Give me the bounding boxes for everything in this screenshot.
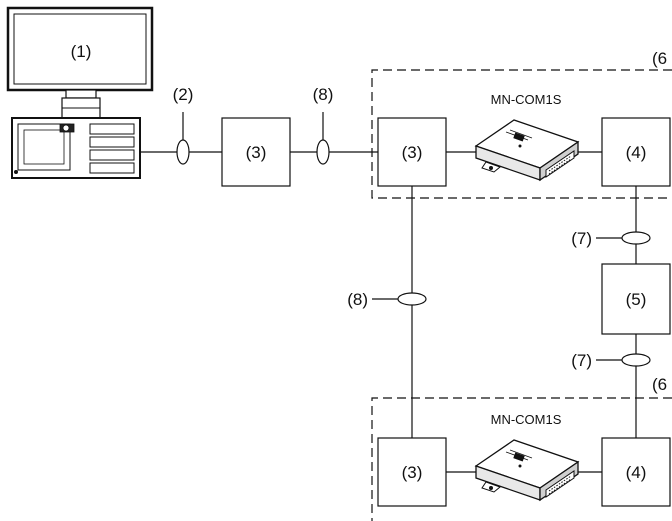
cable-8-top-label: (8) <box>313 85 334 104</box>
box-4-bottom <box>601 437 671 507</box>
monitor-neck <box>65 89 97 99</box>
box-3-first-label: (3) <box>246 143 267 162</box>
cable-8-left-ellipse <box>397 292 427 306</box>
cable-7-lower-ellipse <box>621 353 651 367</box>
monitor-screen <box>13 13 147 85</box>
cable-7-lower-label: (7) <box>571 351 592 370</box>
group-top-corner-label: (6 <box>652 49 667 68</box>
box-4-top-label: (4) <box>626 143 647 162</box>
drive-slot-3 <box>89 149 135 161</box>
group-top-title: MN-COM1S <box>491 92 562 107</box>
cable-7-upper-ellipse <box>621 231 651 245</box>
wires <box>140 112 637 473</box>
cable-2-ellipse <box>176 139 190 165</box>
mn-com1s-device-bottom-icon <box>474 439 580 502</box>
group-frame-top <box>371 69 672 199</box>
box-4-bottom-label: (4) <box>626 463 647 482</box>
computer: (1) <box>6 6 154 179</box>
box-3-top <box>377 117 447 187</box>
drive-slot-1 <box>89 123 135 135</box>
cable-7-upper-label: (7) <box>571 229 592 248</box>
drive-slot-4 <box>89 162 135 174</box>
drive-slot-2 <box>89 136 135 148</box>
box-3-first <box>221 117 291 187</box>
box-5 <box>601 263 671 335</box>
cable-2-label: (2) <box>173 85 194 104</box>
group-bottom-title: MN-COM1S <box>491 412 562 427</box>
box-4-top <box>601 117 671 187</box>
group-frame-bottom <box>371 397 672 521</box>
box-5-label: (5) <box>626 290 647 309</box>
box-3-bottom-label: (3) <box>402 463 423 482</box>
cable-8-left-label: (8) <box>347 290 368 309</box>
group-bottom-corner-label: (6 <box>652 375 667 394</box>
mn-com1s-device-top-icon <box>474 119 580 182</box>
box-3-bottom <box>377 437 447 507</box>
box-3-top-label: (3) <box>402 143 423 162</box>
cable-8-top-ellipse <box>316 139 330 165</box>
computer-label: (1) <box>71 42 92 61</box>
